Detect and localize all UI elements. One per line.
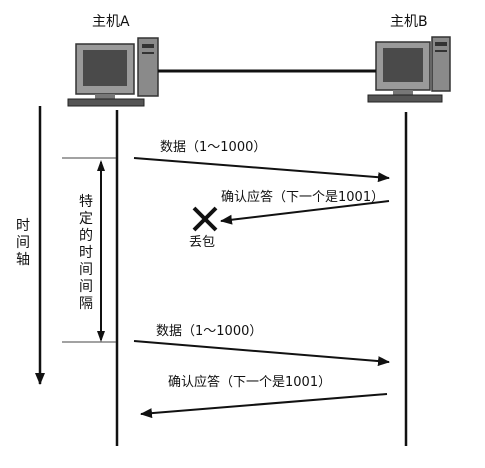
host-a-label: 主机A bbox=[92, 14, 130, 30]
host-b-label: 主机B bbox=[390, 14, 428, 30]
data1-arrow bbox=[133, 157, 390, 183]
data2-label: 数据（1～1000） bbox=[156, 324, 263, 339]
data1-label: 数据（1～1000） bbox=[160, 140, 267, 155]
host-b-computer-icon bbox=[367, 36, 451, 103]
interval-label: 特定的时间间隔 bbox=[79, 194, 93, 312]
host-a-computer-icon bbox=[67, 37, 159, 107]
ack2-label: 确认应答（下一个是1001） bbox=[168, 375, 332, 390]
ack2-arrow bbox=[140, 393, 388, 419]
packet-loss-label: 丢包 bbox=[189, 235, 216, 250]
interval-arrow-up bbox=[97, 160, 105, 171]
packet-loss-cross-icon bbox=[192, 206, 218, 232]
ack1-label: 确认应答（下一个是1001） bbox=[221, 190, 385, 205]
time-axis-label: 时间轴 bbox=[16, 218, 30, 268]
data2-arrow bbox=[133, 340, 390, 367]
interval-arrow-down bbox=[97, 331, 105, 342]
ack1-arrow bbox=[220, 200, 390, 225]
